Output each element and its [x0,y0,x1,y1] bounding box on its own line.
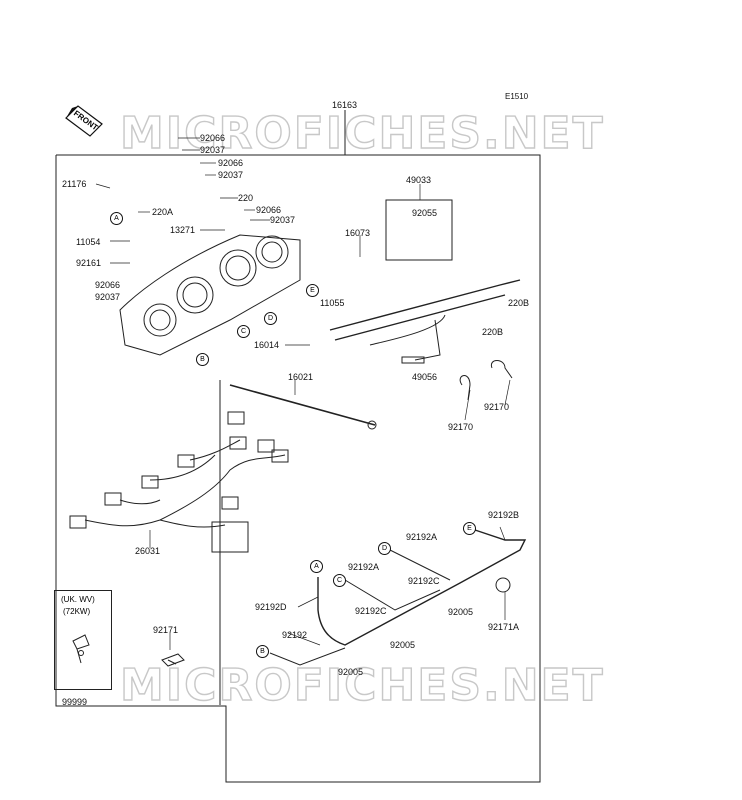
part-label: 92005 [390,640,416,650]
part-label: 92037 [270,215,296,225]
callout-marker: A [310,560,323,573]
part-label: 16021 [288,372,314,382]
part-label: 92170 [448,422,474,432]
part-label: 92005 [338,667,364,677]
part-label: 11054 [76,237,101,247]
part-label: 92066 [218,158,244,168]
part-label: 220B [482,327,504,337]
callout-marker: C [237,325,250,338]
part-label: 92192A [348,562,380,572]
part-label: 11055 [320,298,345,308]
part-label: 92037 [200,145,226,155]
variant-line-2: (72KW) [63,607,91,616]
callout-marker: D [378,542,391,555]
part-label: 92170 [484,402,510,412]
part-label: 92171A [488,622,520,632]
part-label: 220 [238,193,254,203]
part-label: 92037 [218,170,244,180]
watermark-bottom: MICROFICHES.NET [119,659,605,711]
part-label: 92171 [153,625,179,635]
callout-marker: D [264,312,277,325]
sub-assembly-box [385,199,453,261]
part-label: 92192B [488,510,520,520]
part-label: 16014 [254,340,280,350]
part-label: 92005 [448,607,474,617]
front-direction-badge: FRONT [64,104,104,145]
part-label: 220A [152,207,174,217]
part-label: 92066 [95,280,121,290]
part-label: 21176 [62,179,87,189]
diagram-code: E1510 [505,92,529,101]
part-label: 99999 [62,697,88,707]
callout-marker: E [463,522,476,535]
part-label: 92192D [255,602,287,612]
part-label: 92192C [408,576,440,586]
clamp-part-icon [161,653,185,667]
part-label: 220B [508,298,530,308]
part-label: 49056 [412,372,438,382]
variant-box: (UK. WV) (72KW) [54,590,112,690]
callout-marker: B [256,645,269,658]
part-label: 92037 [95,292,121,302]
part-label: 92192C [355,606,387,616]
callout-marker: C [333,574,346,587]
part-label: 13271 [170,225,196,235]
part-label: 92066 [200,133,226,143]
bracket-part-icon [72,634,90,664]
part-label: 92192 [282,630,308,640]
variant-line-1: (UK. WV) [61,595,95,604]
part-label: 49033 [406,175,432,185]
main-frame [55,154,541,783]
part-label: 92055 [412,208,438,218]
watermark-top: MICROFICHES.NET [119,107,605,159]
callout-marker: A [110,212,123,225]
callout-marker: E [306,284,319,297]
part-label: 92161 [76,258,102,268]
part-label: 16073 [345,228,371,238]
part-label: 26031 [135,546,161,556]
part-label: 92192A [406,532,438,542]
part-label: 92066 [256,205,282,215]
callout-marker: B [196,353,209,366]
part-label: 16163 [332,100,358,110]
